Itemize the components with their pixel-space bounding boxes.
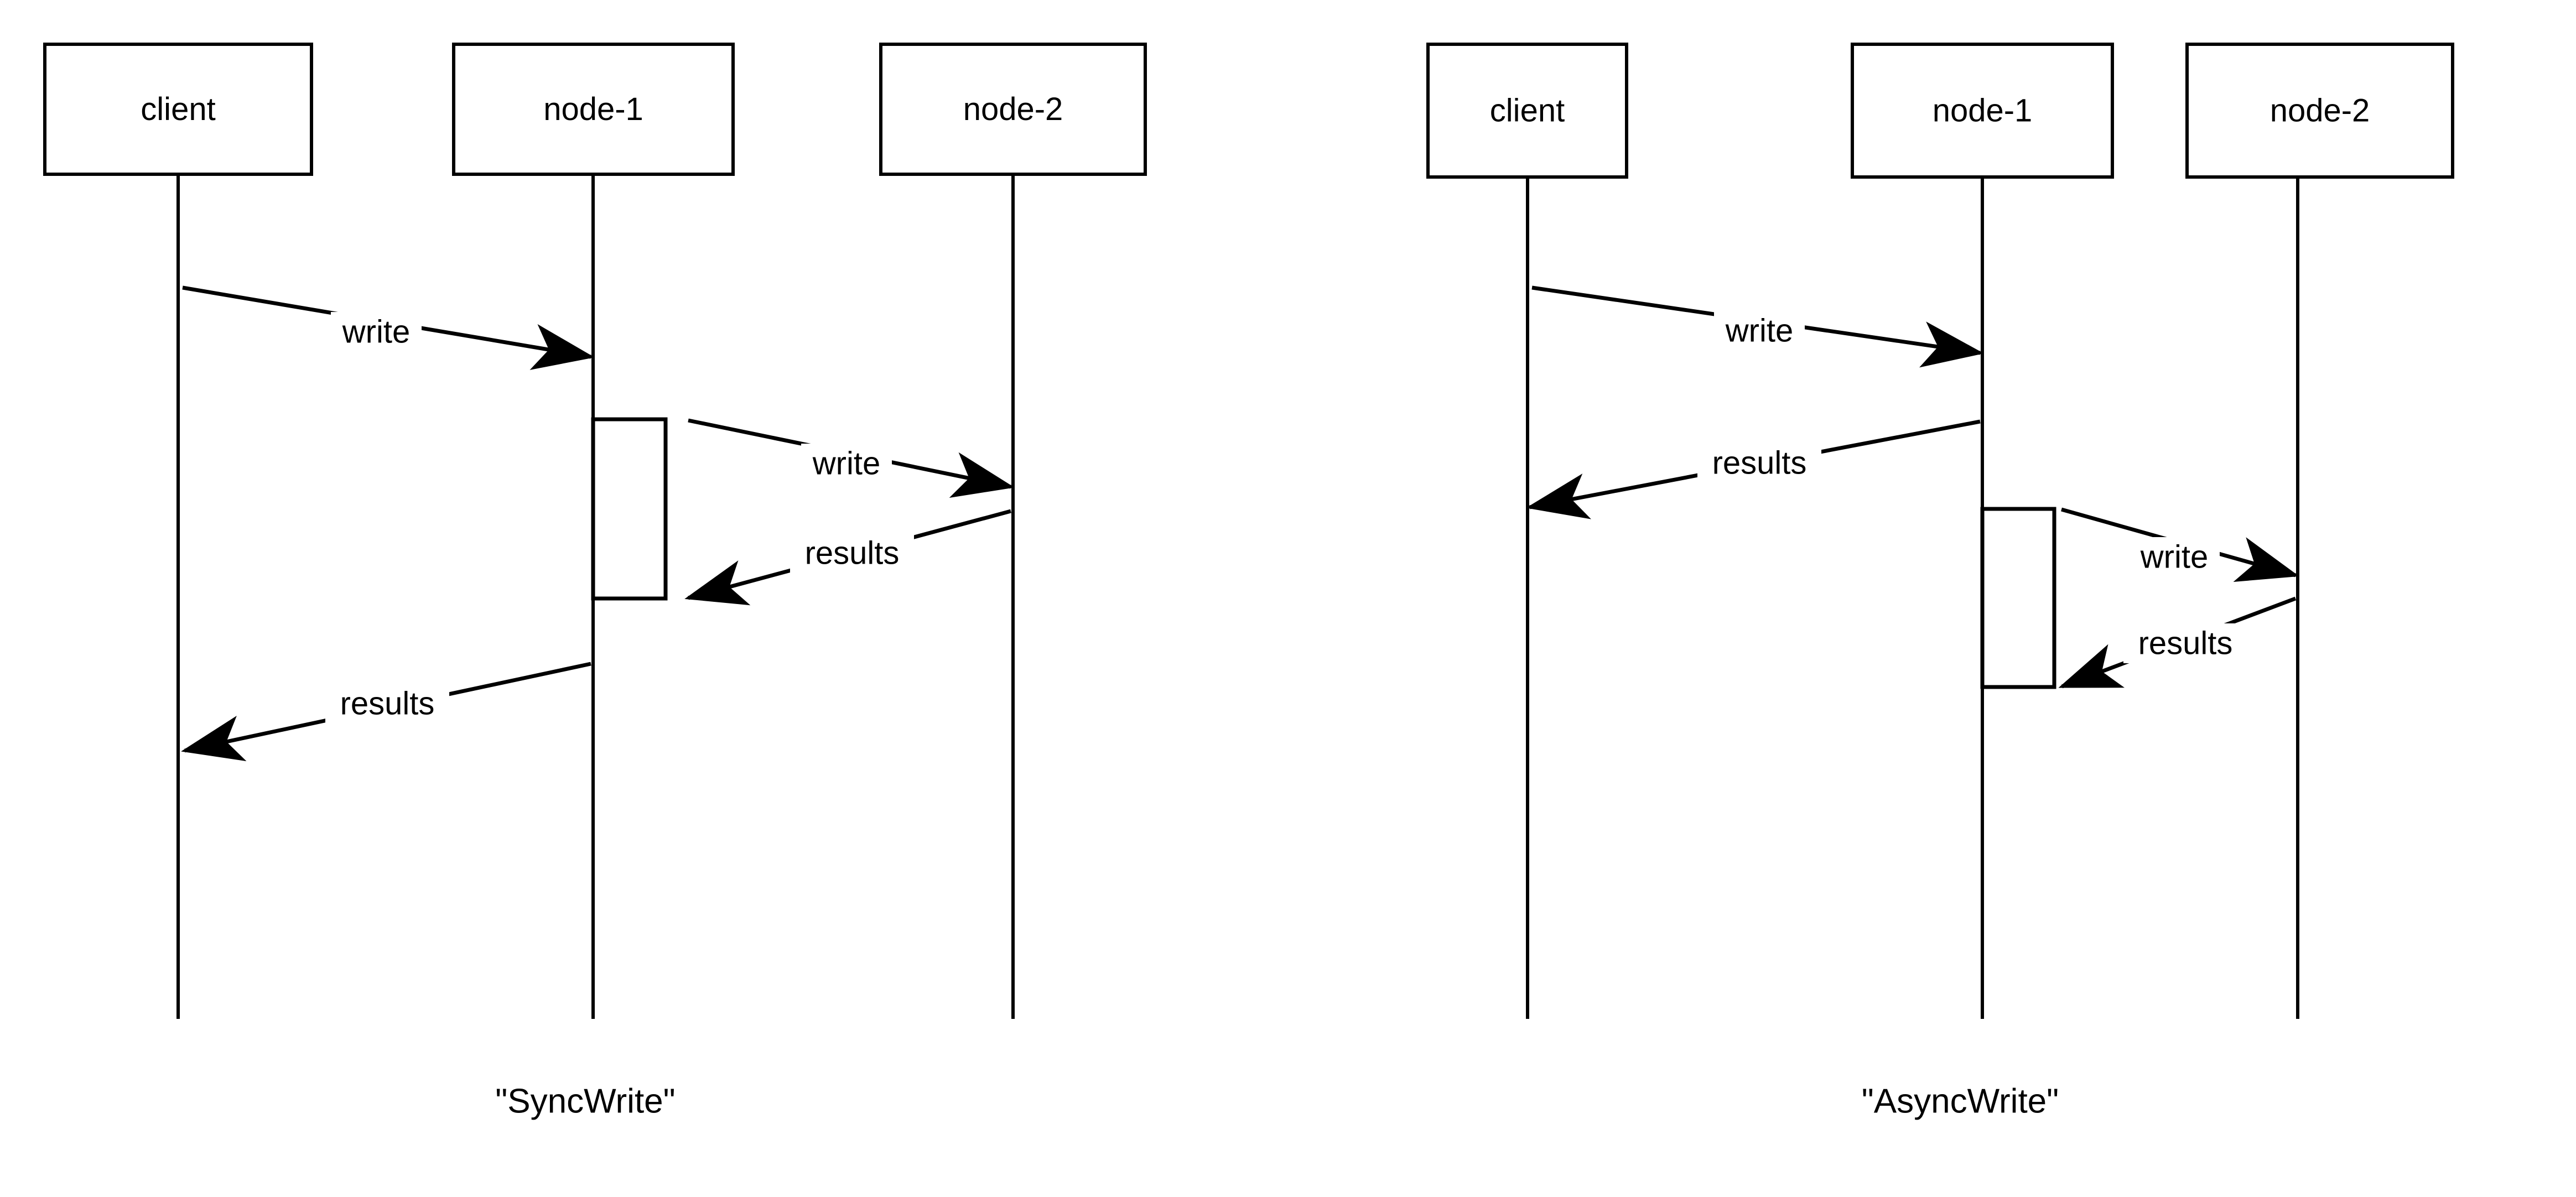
- message-label-backing: [801, 444, 892, 483]
- message-label-results-3: results: [340, 685, 435, 721]
- actor-label-node-1: node-1: [543, 91, 643, 127]
- activation-bar-node-1: [1980, 507, 2056, 689]
- actor-box-node-2[interactable]: [879, 43, 1147, 176]
- message-label-backing: [2123, 623, 2247, 663]
- message-label-write-0: write: [1725, 313, 1793, 348]
- actor-label-client: client: [141, 91, 215, 127]
- message-label-results-1: results: [1712, 445, 1807, 481]
- sequence-diagram-sync-write: client node-1 node-2 write write results resul…: [43, 43, 1147, 1120]
- message-label-backing: [2129, 537, 2220, 577]
- message-label-results-3: results: [2138, 625, 2233, 661]
- message-label-backing: [325, 684, 449, 724]
- actor-box-node-2[interactable]: [2185, 43, 2454, 179]
- sequence-diagram-async-write: client node-1 node-2 write results write resul…: [1426, 43, 2454, 1120]
- message-label-write-1: write: [812, 445, 880, 481]
- message-label-write-2: write: [2140, 539, 2208, 575]
- actor-box-node-1[interactable]: [1851, 43, 2114, 179]
- diagram-caption-sync-write: "SyncWrite": [495, 1082, 675, 1120]
- actor-label-node-2: node-2: [963, 91, 1063, 127]
- actor-label-node-1: node-1: [1933, 92, 2033, 128]
- message-label-backing: [790, 533, 914, 573]
- actor-label-node-2: node-2: [2270, 92, 2370, 128]
- actor-label-client: client: [1490, 92, 1565, 128]
- message-label-write-0: write: [342, 314, 410, 350]
- message-label-backing: [1714, 311, 1805, 351]
- message-label-backing: [331, 312, 422, 352]
- activation-bar-node-1: [591, 417, 668, 601]
- actor-box-client[interactable]: [43, 43, 313, 176]
- actor-box-client[interactable]: [1426, 43, 1628, 179]
- message-label-results-2: results: [805, 535, 900, 571]
- diagram-caption-async-write: "AsyncWrite": [1862, 1082, 2059, 1120]
- actor-box-node-1[interactable]: [452, 43, 735, 176]
- message-label-backing: [1697, 443, 1821, 483]
